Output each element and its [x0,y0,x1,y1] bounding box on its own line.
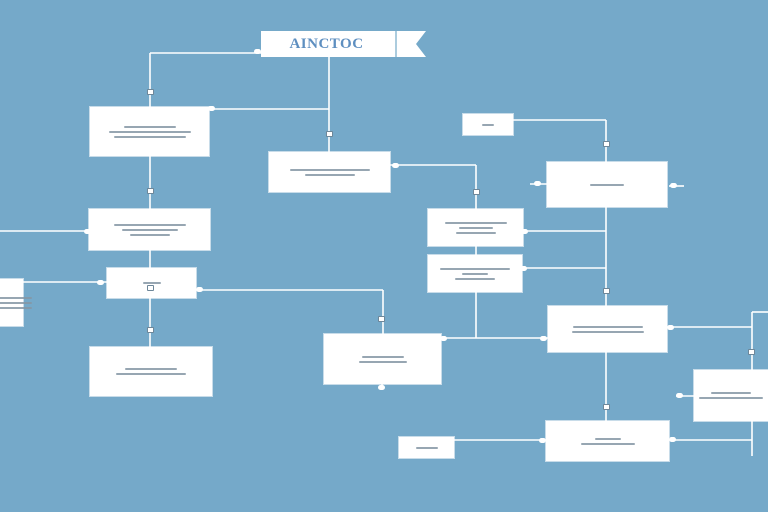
connector-port [603,288,610,294]
text-placeholder-bar [121,228,178,231]
text-placeholder-bar [572,325,643,328]
title-box: AINCTOC [261,31,392,57]
text-placeholder-bar [462,272,488,275]
text-placeholder-bar [289,168,370,171]
connector-node-dot [521,229,528,234]
connector-node-dot [534,181,541,186]
text-placeholder-bar [116,373,186,375]
text-placeholder-bar [455,277,495,280]
node-box-n5[interactable] [89,209,210,250]
connector-port [603,404,610,410]
text-placeholder-bar [482,123,494,126]
node-box-n2[interactable] [269,152,390,192]
connector-node-dot [208,106,215,111]
text-placeholder-bar [699,397,763,399]
connector-node-dot [254,49,261,54]
node-box-n4[interactable] [547,162,667,207]
node-box-n9[interactable] [548,306,667,352]
page-title: AINCTOC [289,35,364,52]
connector-port [603,141,610,147]
text-placeholder-bar [129,233,170,236]
text-placeholder-bar [113,135,186,138]
connector-node-dot [676,393,683,398]
connector-node-dot [196,287,203,292]
node-box-n12[interactable] [694,370,768,421]
text-placeholder-bar [590,183,624,186]
text-placeholder-bar [358,360,407,363]
connector-port [147,285,154,291]
connector-node-dot [84,229,91,234]
connector-node-dot [540,336,547,341]
node-box-n14[interactable] [399,437,454,458]
text-placeholder-bar [142,282,161,284]
connector-node-dot [539,438,546,443]
connector-node-dot [440,336,447,341]
connector-node-dot [670,183,677,188]
text-placeholder-bar [580,442,635,445]
banner-tail-icon [392,31,426,57]
connector-node-dot [392,163,399,168]
node-box-n6[interactable] [428,209,523,246]
text-placeholder-bar [0,301,32,304]
text-placeholder-bar [123,125,176,128]
connector-port [748,349,755,355]
connector-node-dot [378,385,385,390]
node-box-n1[interactable] [90,107,209,156]
node-box-n8[interactable] [107,268,196,298]
text-placeholder-bar [455,231,496,234]
connector-node-dot [520,266,527,271]
text-placeholder-bar [0,296,32,299]
text-placeholder-bar [304,173,355,176]
node-box-n15[interactable] [0,279,32,326]
connector-node-dot [667,325,674,330]
node-box-n13[interactable] [546,421,669,461]
text-placeholder-bar [594,437,621,440]
text-placeholder-bar [415,446,438,449]
text-placeholder-bar [458,226,493,229]
connector-port [147,188,154,194]
node-box-n3[interactable] [463,114,513,135]
node-box-n7[interactable] [428,255,522,292]
connector-port [473,189,480,195]
connector-port [326,131,333,137]
node-box-n11[interactable] [90,347,212,396]
text-placeholder-bar [361,355,404,358]
node-box-n10[interactable] [324,334,441,384]
connector-port [378,316,385,322]
connector-port [147,327,154,333]
text-placeholder-bar [113,223,186,226]
connector-node-dot [97,280,104,285]
text-placeholder-bar [444,221,507,224]
text-placeholder-bar [571,330,644,333]
text-placeholder-bar [440,267,510,270]
connector-port [147,89,154,95]
text-placeholder-bar [0,306,32,309]
text-placeholder-bar [711,392,751,394]
title-banner: AINCTOC [261,31,426,57]
connector-node-dot [669,437,676,442]
text-placeholder-bar [108,130,191,133]
text-placeholder-bar [125,368,177,370]
